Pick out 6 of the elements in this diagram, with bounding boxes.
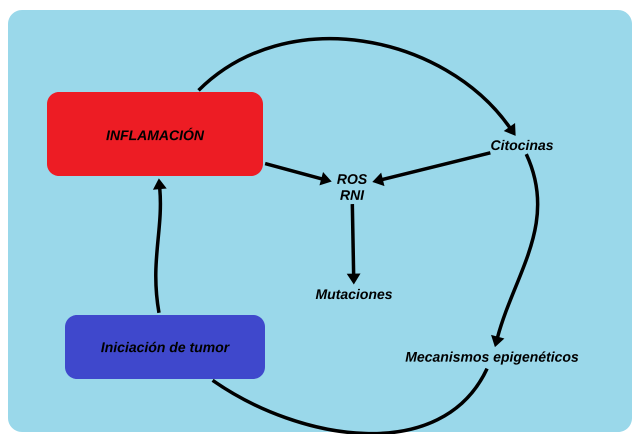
node-label: Mutaciones (316, 288, 392, 300)
process-box: Iniciación de tumor (65, 315, 265, 379)
process-box: INFLAMACIÓN (47, 92, 263, 176)
node-label: Mecanismos epigenéticos (406, 351, 578, 365)
node-label: ROS RNI (337, 174, 368, 200)
node-label: Citocinas (491, 140, 554, 150)
